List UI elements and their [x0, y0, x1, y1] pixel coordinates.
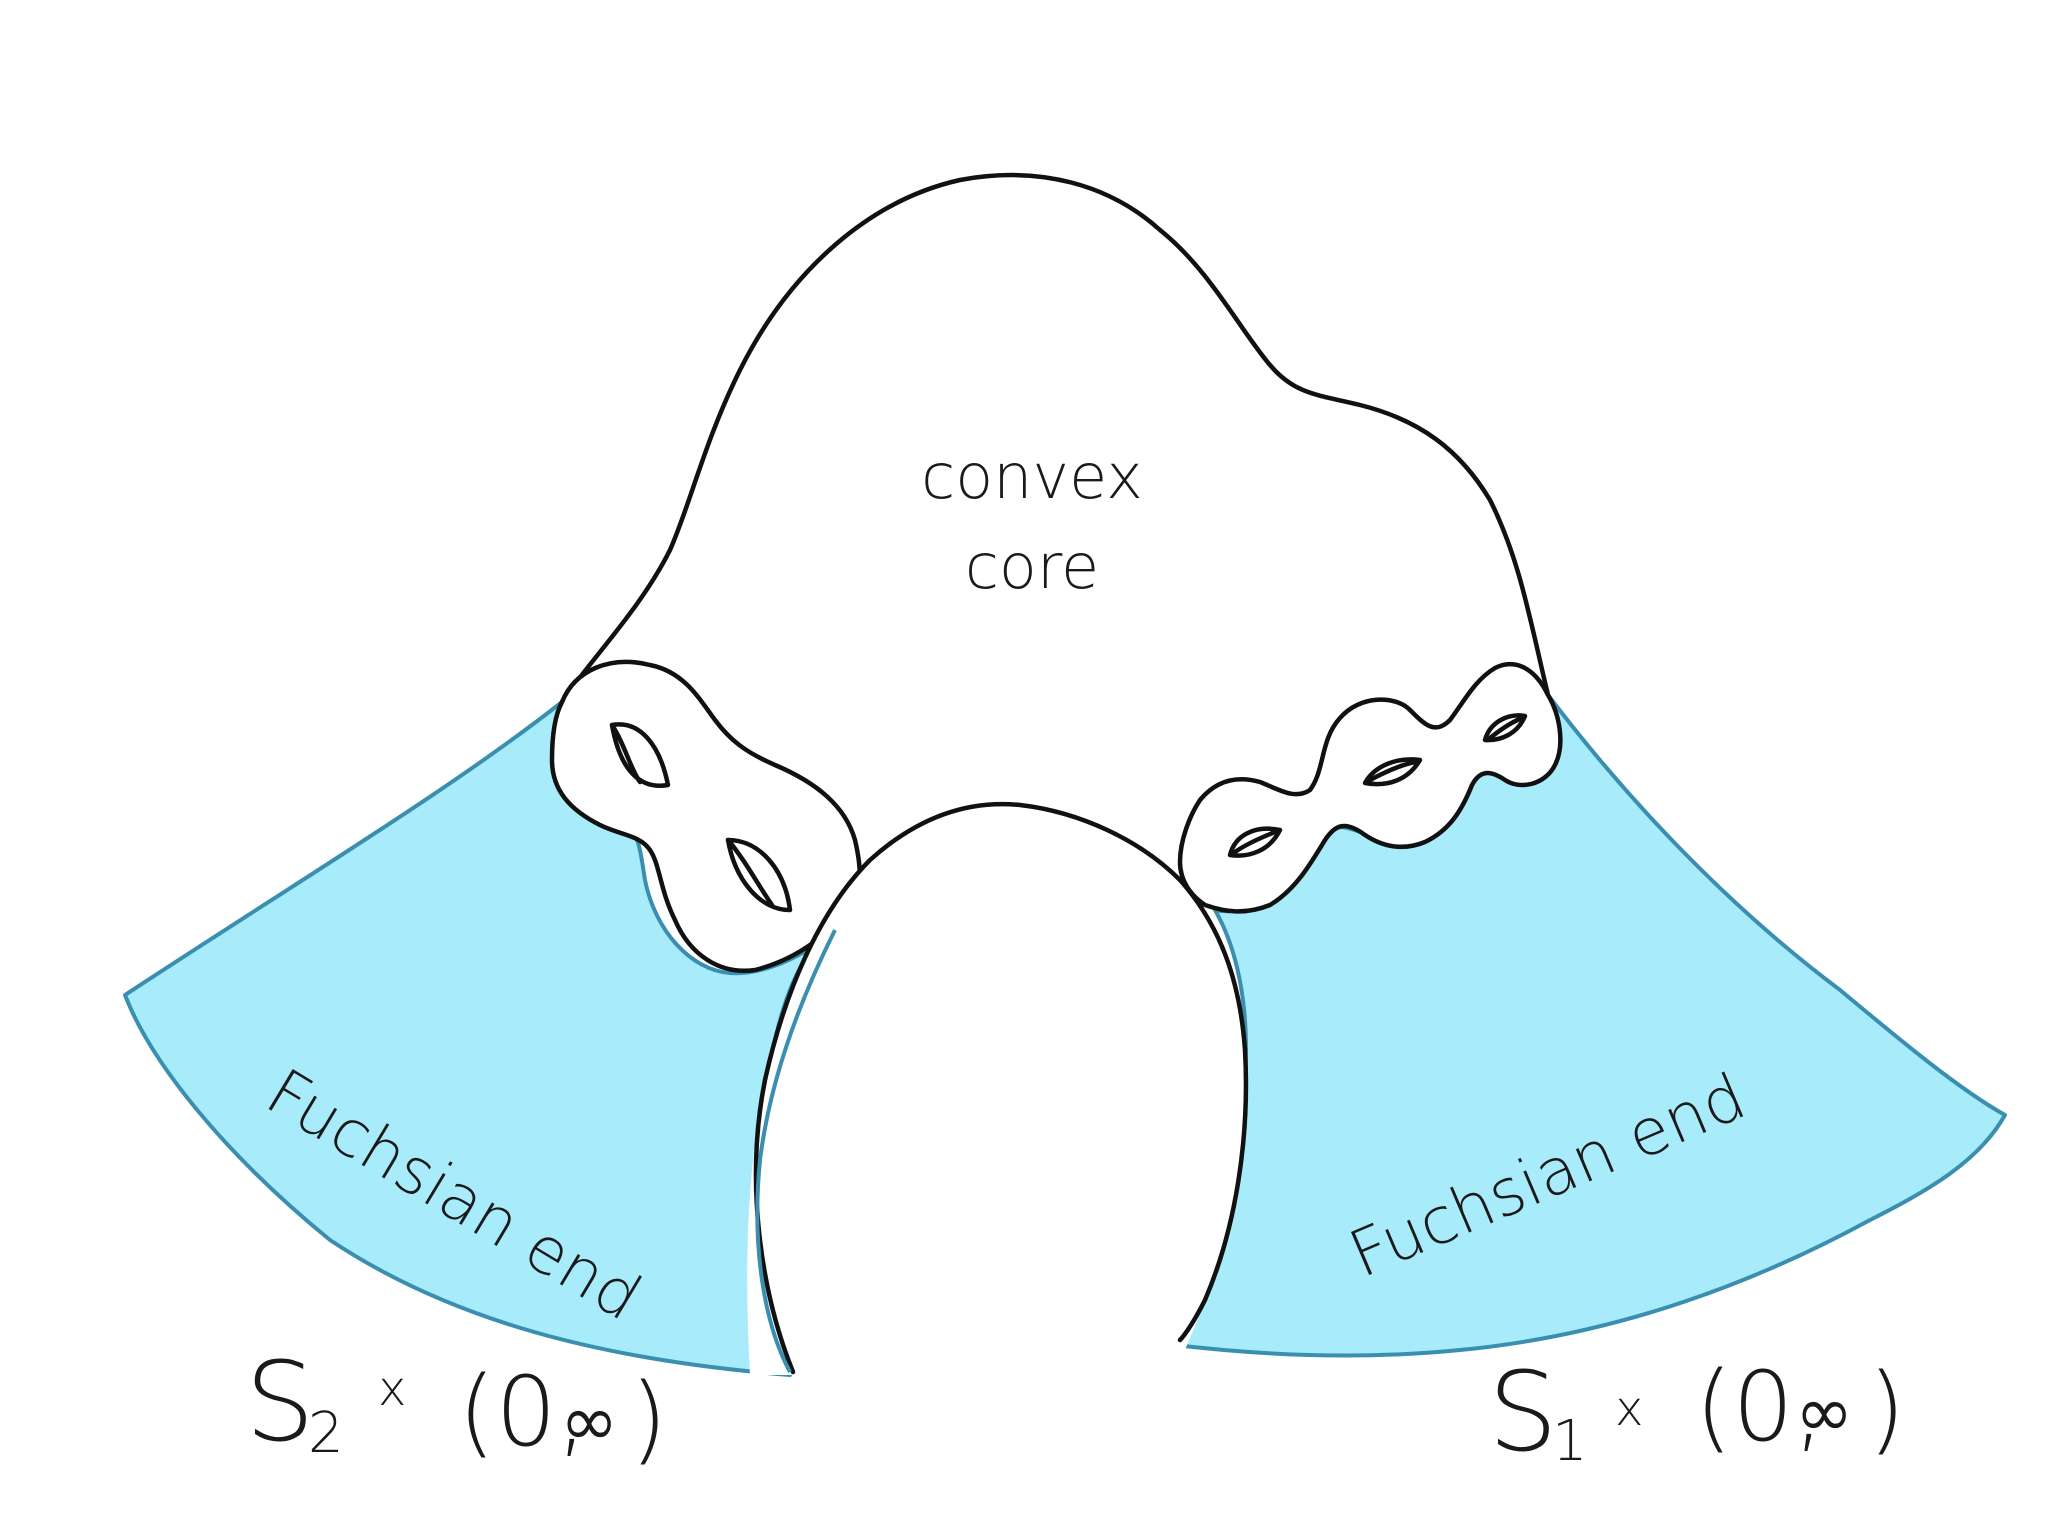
handle-icon [1227, 826, 1283, 858]
right-surface-symbol: S [1488, 1348, 1558, 1476]
left-interval-close: ) [630, 1363, 667, 1475]
core-label-line2: core [965, 530, 1099, 603]
handle-icon [725, 837, 793, 913]
left-infinity-symbol: ∞ [560, 1380, 618, 1462]
handle-icon [609, 722, 671, 788]
left-interval-open: (0, [458, 1356, 587, 1468]
arch-left-edge [755, 929, 837, 1373]
convex-core-outline [559, 172, 1551, 705]
left-surface-handles [609, 722, 793, 913]
handle-icon [1487, 715, 1525, 741]
right-surface-handles [1227, 713, 1528, 858]
right-infinity-symbol: ∞ [1795, 1371, 1853, 1453]
handle-icon [609, 722, 643, 785]
left-times-symbol: x [378, 1361, 406, 1417]
handle-icon [1232, 829, 1278, 855]
core-label-line1: convex [921, 440, 1143, 513]
right-interval-open: (0, [1695, 1351, 1824, 1463]
left-product-label: S 2 x (0, ∞ ) [245, 1338, 667, 1475]
left-surface-subscript: 2 [308, 1401, 344, 1466]
right-interval-close: ) [1868, 1353, 1905, 1465]
handle-icon [1482, 713, 1528, 743]
left-surface-symbol: S [245, 1338, 315, 1466]
right-product-label: S 1 x (0, ∞ ) [1488, 1348, 1905, 1476]
central-arch-outline [753, 801, 1249, 1375]
handle-icon [725, 837, 775, 908]
handle-icon [1367, 759, 1418, 783]
right-times-symbol: x [1615, 1381, 1643, 1437]
central-arch [747, 804, 1247, 1375]
handle-icon [1362, 757, 1423, 787]
right-surface-subscript: 1 [1552, 1409, 1588, 1474]
